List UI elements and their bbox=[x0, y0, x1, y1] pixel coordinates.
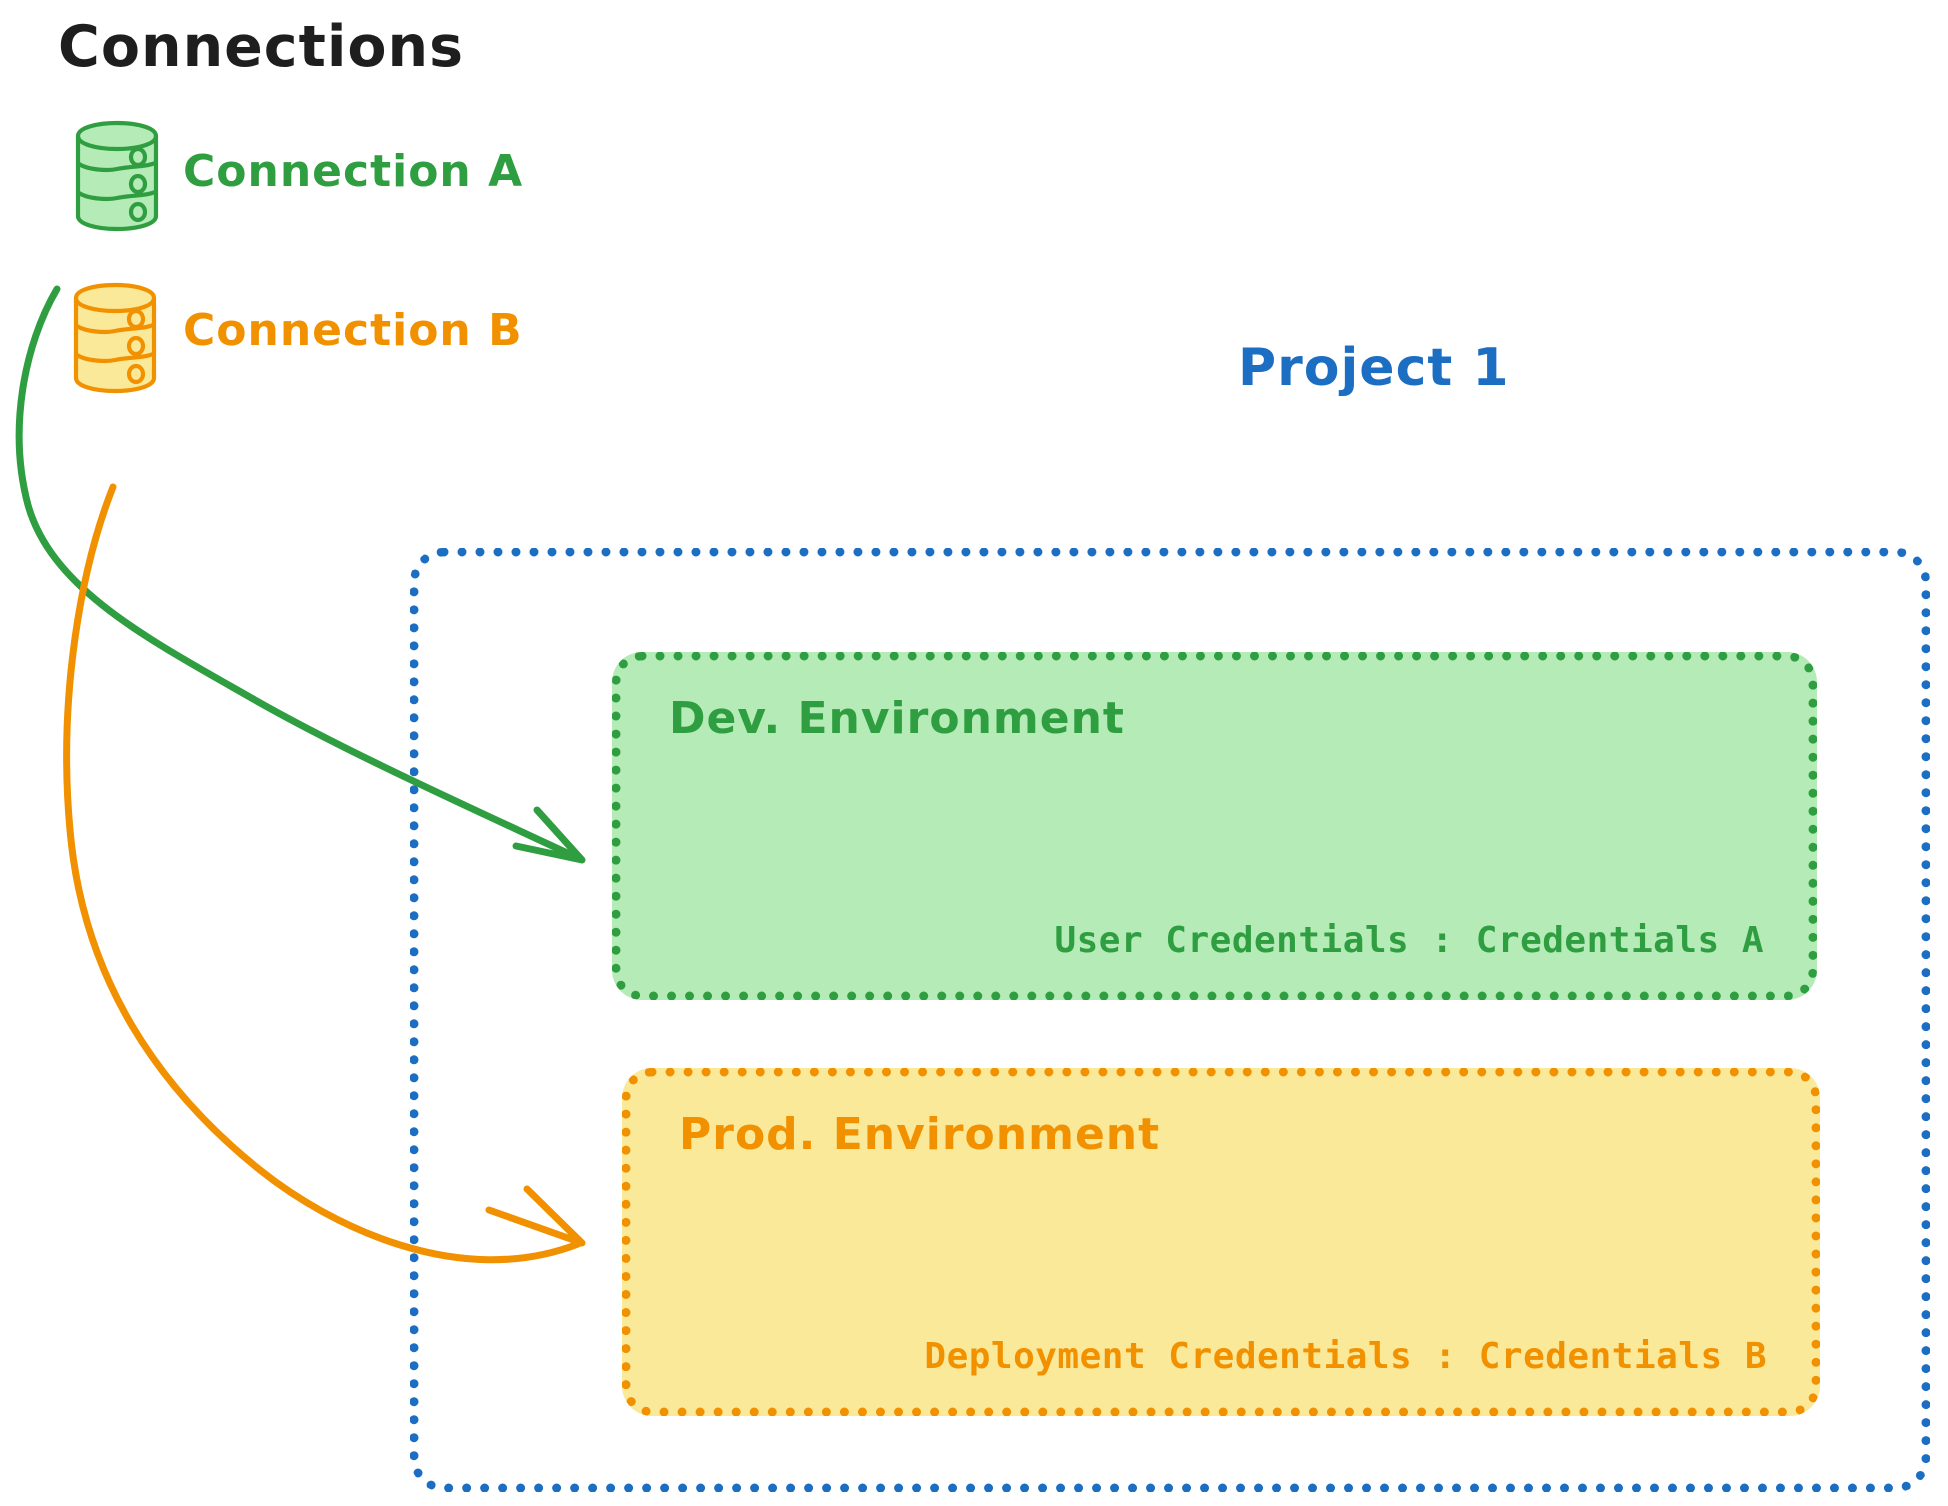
prod-environment-credentials: Deployment Credentials : Credentials B bbox=[924, 1336, 1767, 1377]
project-title: Project 1 bbox=[1238, 338, 1510, 398]
connection-a-label: Connection A bbox=[183, 146, 524, 197]
page-title: Connections bbox=[58, 14, 465, 80]
connection-b-label: Connection B bbox=[183, 305, 523, 356]
database-cylinder-icon bbox=[72, 120, 162, 232]
database-cylinder-icon bbox=[70, 282, 160, 394]
prod-environment-box: Prod. Environment Deployment Credentials… bbox=[622, 1068, 1820, 1416]
dev-environment-box: Dev. Environment User Credentials : Cred… bbox=[612, 652, 1817, 1000]
prod-environment-title: Prod. Environment bbox=[679, 1109, 1161, 1160]
dev-environment-credentials: User Credentials : Credentials A bbox=[1054, 920, 1764, 961]
dev-environment-title: Dev. Environment bbox=[669, 693, 1125, 744]
